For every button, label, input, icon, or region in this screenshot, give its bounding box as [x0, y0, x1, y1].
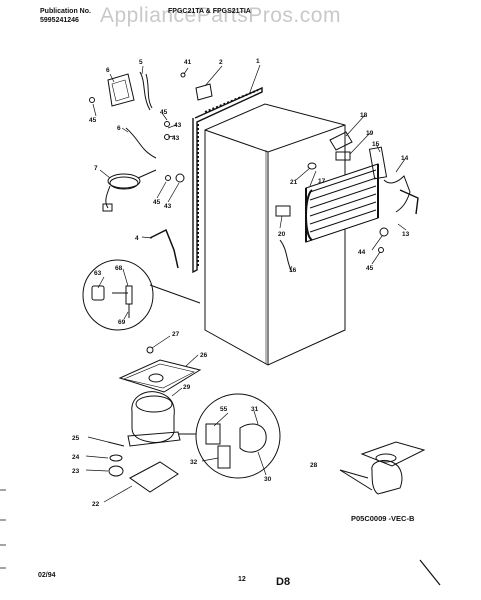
part-number-callout: 6	[106, 67, 110, 74]
footer-date: 02/94	[38, 572, 56, 579]
part-41-screw	[180, 72, 186, 78]
part-18-clip	[329, 131, 353, 151]
part-number-callout: 21	[290, 179, 298, 186]
part-26-drain-pan	[118, 359, 202, 393]
watermark: AppliancePartsPros.com	[100, 4, 341, 27]
part-number-callout: 27	[172, 331, 180, 338]
part-number-callout: 26	[200, 352, 208, 359]
part-29-compressor	[127, 391, 181, 447]
model-numbers: FPGC21TA & FPGS21TIA	[168, 8, 251, 15]
part-number-callout: 5	[139, 59, 143, 66]
part-number-callout: 32	[190, 459, 198, 466]
part-number-callout: 19	[366, 130, 374, 137]
part-number-callout: 28	[310, 462, 318, 469]
part-45-screw-b	[165, 175, 171, 181]
publication-label: Publication No.	[40, 8, 91, 15]
part-17-condenser	[305, 163, 379, 243]
part-number-callout: 43	[172, 135, 180, 142]
part-number-callout: 45	[153, 199, 161, 206]
part-19-clamp	[335, 151, 351, 161]
part-20-bracket	[275, 205, 291, 217]
part-number-callout: 30	[264, 476, 272, 483]
part-14-tube	[383, 175, 411, 213]
part-number-callout: 16	[289, 267, 297, 274]
part-2-bracket	[195, 83, 213, 101]
part-16-tube	[279, 239, 293, 273]
part-number-callout: 45	[160, 109, 168, 116]
part-7-power-cord	[102, 169, 157, 212]
part-15-drier	[368, 146, 388, 180]
part-number-callout: 13	[402, 231, 410, 238]
part-number-callout: 43	[164, 203, 172, 210]
part-number-callout: 15	[372, 141, 380, 148]
part-45-screw-a	[89, 97, 95, 103]
part-number-callout: 69	[118, 319, 126, 326]
part-number-callout: 29	[183, 384, 191, 391]
part-24-washer	[109, 454, 123, 462]
part-number-callout: 18	[360, 112, 368, 119]
part-number-callout: 20	[278, 231, 286, 238]
publication-number: 5995241246	[40, 17, 79, 24]
part-number-callout: 41	[184, 59, 192, 66]
part-27-screw	[146, 346, 154, 354]
part-number-callout: 25	[72, 435, 80, 442]
part-21-grommet	[307, 162, 317, 170]
part-number-callout: 14	[401, 155, 409, 162]
part-number-callout: 44	[358, 249, 366, 256]
detail-bubble-relay	[82, 259, 201, 331]
part-number-callout: 55	[220, 406, 228, 413]
detail-bubble-overload	[178, 393, 281, 479]
part-number-callout: 43	[174, 122, 182, 129]
part-number-callout: 4	[135, 235, 139, 242]
part-6-shape	[107, 73, 135, 107]
door-gasket	[192, 86, 263, 274]
part-5-wire	[139, 71, 151, 111]
part-23-grommet	[108, 465, 124, 477]
drawing-code: P05C0009 -VEC-B	[351, 514, 415, 523]
part-25-clip	[107, 441, 125, 447]
part-number-callout: 68	[115, 265, 123, 272]
leader-lines	[85, 64, 407, 503]
part-number-callout: 24	[72, 454, 80, 461]
part-number-callout: 2	[219, 59, 223, 66]
part-44-grommet	[379, 227, 389, 237]
part-number-callout: 17	[318, 178, 326, 185]
part-6-harness	[125, 127, 157, 159]
part-number-callout: 1	[256, 58, 260, 65]
part-number-callout: 22	[92, 501, 100, 508]
part-number-callout: 63	[94, 270, 102, 277]
part-43-bumper	[175, 173, 185, 183]
part-number-callout: 7	[94, 165, 98, 172]
part-number-callout: 6	[117, 125, 121, 132]
part-4-hinge	[149, 228, 179, 269]
part-22-base-plate	[129, 461, 179, 493]
footer-section: D8	[276, 576, 291, 588]
part-number-callout: 45	[89, 117, 97, 124]
part-number-callout: 31	[251, 406, 259, 413]
part-number-callout: 45	[366, 265, 374, 272]
part-number-callout: 23	[72, 468, 80, 475]
footer-page-number: 12	[238, 576, 246, 583]
part-45-screw-c	[378, 247, 384, 253]
part-28-compressor-alt	[339, 441, 426, 495]
